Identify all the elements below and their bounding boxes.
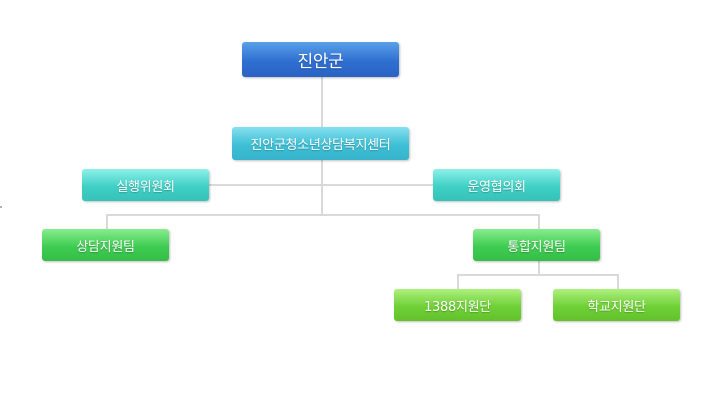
connector-unit-2 bbox=[617, 274, 619, 290]
connector-units-horizontal bbox=[457, 274, 619, 276]
node-team-right: 통합지원팀 bbox=[473, 229, 600, 261]
node-root: 진안군 bbox=[242, 42, 399, 77]
node-right-committee: 운영협의회 bbox=[433, 169, 560, 201]
node-team-left: 상담지원팀 bbox=[42, 229, 169, 261]
connector-teams-horizontal bbox=[106, 214, 540, 216]
connector-unit-1 bbox=[457, 274, 459, 290]
node-unit-1: 1388지원단 bbox=[394, 289, 521, 321]
connector-team-left bbox=[106, 214, 108, 230]
node-unit-2: 학교지원단 bbox=[553, 289, 680, 321]
edge-mark bbox=[0, 206, 2, 208]
node-center: 진안군청소년상담복지센터 bbox=[232, 127, 409, 160]
connector-root-center bbox=[321, 77, 323, 127]
connector-team-right bbox=[538, 214, 540, 230]
connector-center-down bbox=[321, 160, 323, 215]
node-left-committee: 실행위원회 bbox=[82, 169, 209, 201]
connector-team-right-down bbox=[538, 260, 540, 275]
